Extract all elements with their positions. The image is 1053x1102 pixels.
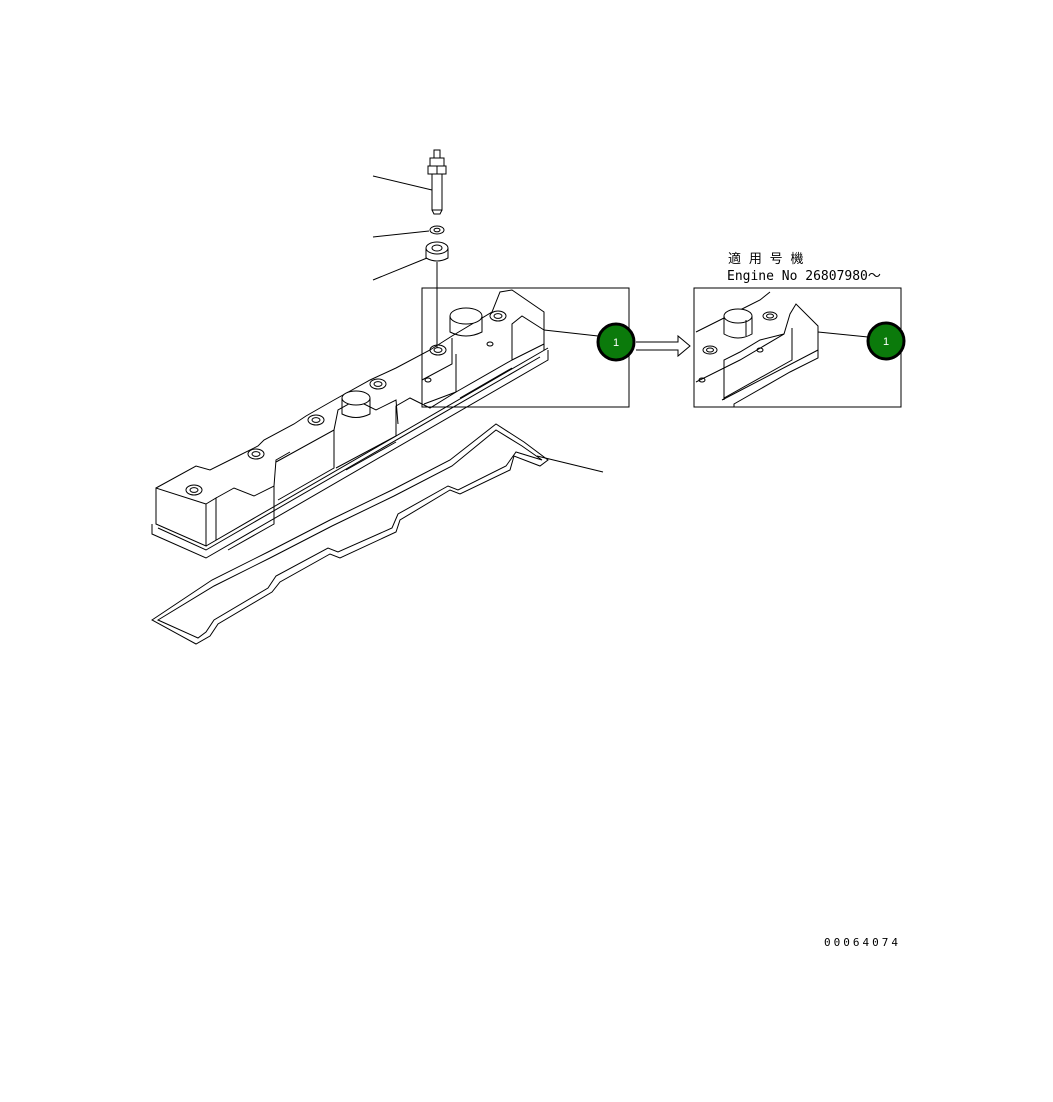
leader-gasket [536, 455, 604, 473]
drawing-number: 00064074 [824, 936, 901, 949]
grommet [425, 241, 449, 262]
serial-number-label: Engine No 26807980～ [727, 269, 881, 284]
leader-callout-after [817, 331, 869, 338]
callout-after: 1 [866, 321, 906, 361]
callout-after-label: 1 [883, 336, 889, 348]
callout-before-label: 1 [613, 337, 619, 349]
gasket [151, 423, 549, 645]
rocker-cover [151, 289, 549, 559]
applicability-label: 適 用 号 機 [728, 251, 803, 267]
leader-bolt [372, 175, 433, 191]
washer [429, 225, 445, 235]
leader-grommet [372, 257, 428, 281]
change-arrow [636, 334, 691, 358]
rocker-cover-detail-after [695, 291, 819, 407]
leader-washer [372, 230, 430, 238]
callout-before: 1 [596, 322, 636, 362]
bolt [427, 149, 447, 215]
rocker-cover-detail-before [421, 338, 457, 405]
leader-callout-before [543, 329, 599, 337]
